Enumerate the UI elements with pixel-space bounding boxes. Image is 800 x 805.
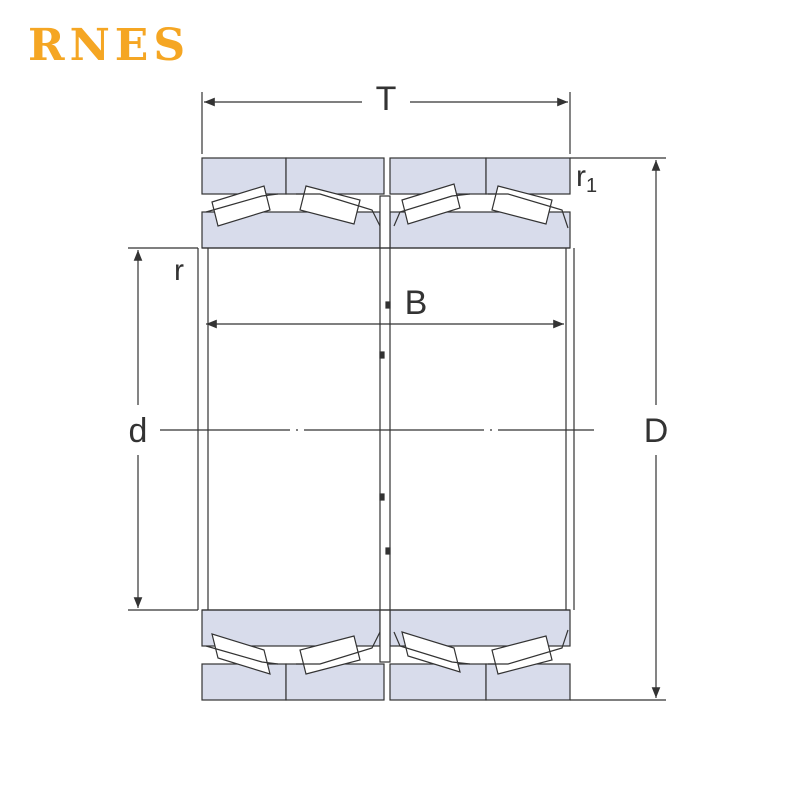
cage-top-left: [205, 193, 381, 227]
label-r1: r1: [576, 160, 597, 197]
roller-top-4: [491, 185, 553, 225]
top-ring-section: [201, 157, 571, 249]
label-D: D: [644, 412, 669, 450]
brand-logo: RNES: [28, 20, 191, 71]
label-T: T: [376, 80, 397, 118]
spacer-top: [379, 195, 391, 249]
roller-top-1: [211, 185, 271, 227]
label-r: r: [174, 254, 184, 287]
dimension-labels: T r1 r B d D: [129, 80, 669, 450]
cage-bottom-right: [393, 629, 569, 665]
cage-top-right: [393, 193, 569, 229]
dimension-lines: [128, 92, 666, 701]
bore-body: [197, 247, 575, 611]
cage-bottom-left: [205, 631, 381, 665]
outer-cup-top-2: [285, 157, 385, 195]
label-B: B: [405, 284, 428, 322]
outer-cup-top-3: [389, 157, 487, 195]
roller-bottom-1: [211, 633, 271, 675]
outer-cup-bottom-2: [285, 663, 385, 701]
label-d: d: [129, 412, 148, 450]
spacer-bottom: [379, 609, 391, 663]
outer-cup-bottom-3: [389, 663, 487, 701]
bottom-ring-section: [201, 609, 571, 701]
roller-top-2: [299, 185, 361, 225]
outer-cup-bottom-1: [201, 663, 287, 701]
outer-cup-top-1: [201, 157, 287, 195]
roller-top-3: [401, 183, 461, 225]
